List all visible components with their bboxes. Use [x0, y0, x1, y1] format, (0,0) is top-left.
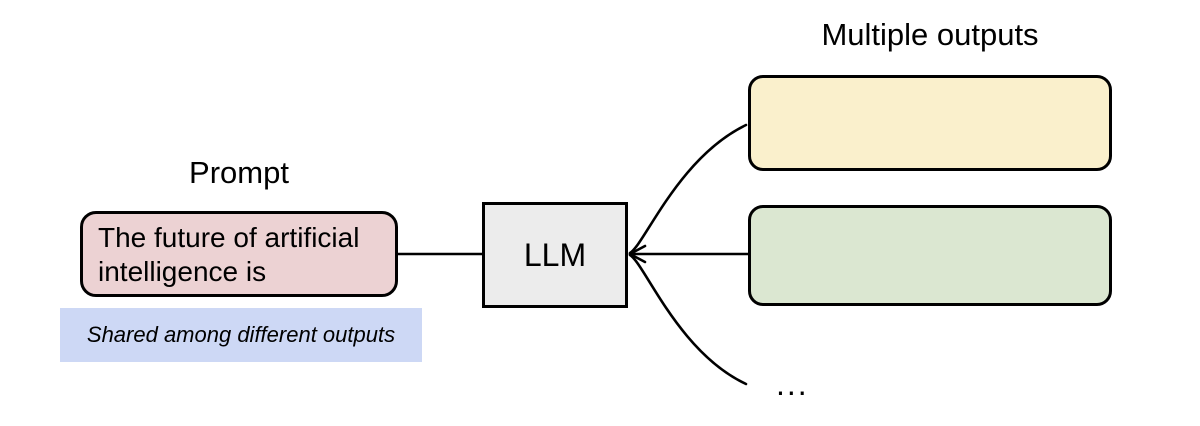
prompt-box: The future of artificial intelligence is — [80, 211, 398, 297]
outputs-title: Multiple outputs — [821, 17, 1039, 52]
llm-box: LLM — [482, 202, 628, 308]
prompt-title: Prompt — [189, 155, 289, 190]
llm-to-output1-connector — [628, 123, 748, 255]
llm-box-label: LLM — [523, 236, 587, 273]
prompt-box-text: The future of artificial intelligence is — [98, 222, 360, 287]
output-box-1 — [748, 75, 1112, 171]
llm-to-more-connector — [628, 253, 748, 386]
more-outputs-ellipsis: ... — [776, 366, 809, 402]
arrowhead-into-llm-icon — [628, 244, 647, 264]
shared-note-text: Shared among different outputs — [86, 322, 396, 347]
shared-note: Shared among different outputs — [60, 308, 422, 362]
output-box-2 — [748, 205, 1112, 306]
